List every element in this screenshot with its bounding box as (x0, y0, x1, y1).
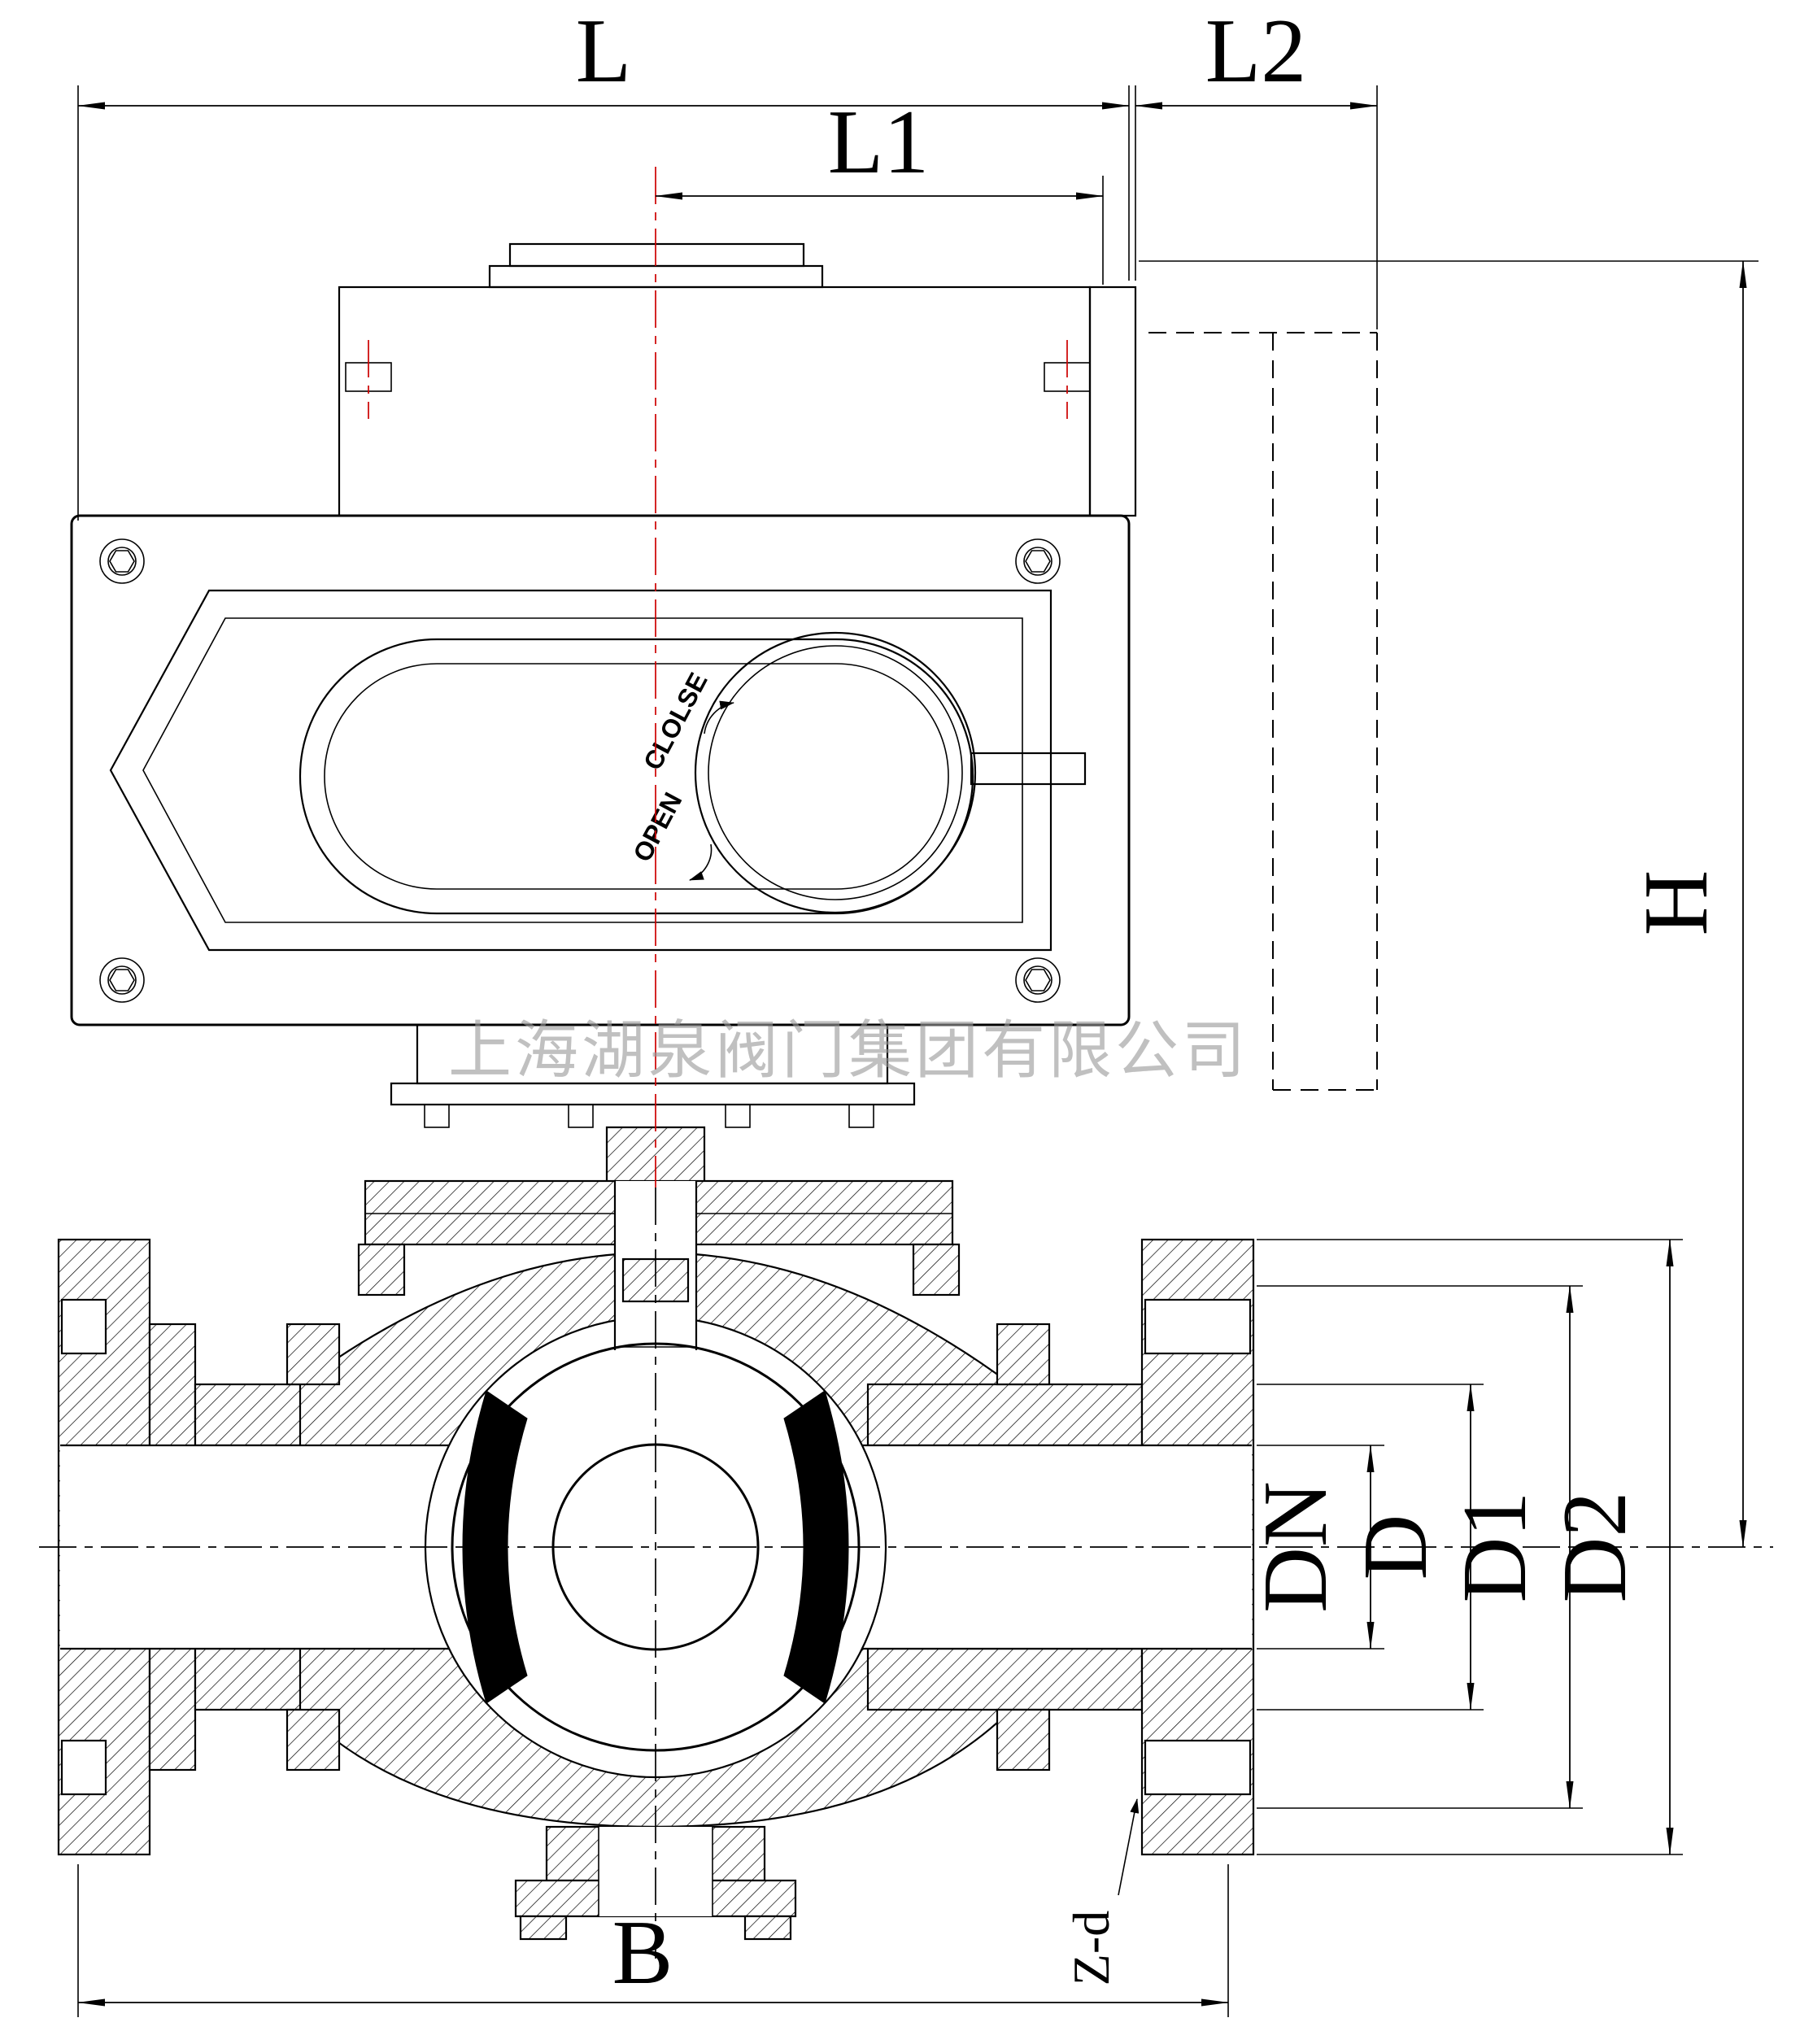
dimension-label-B: B (612, 1902, 673, 2003)
left-flange-bolt-hole (60, 1739, 107, 1796)
mounting-stud (424, 1104, 450, 1128)
corner-bolt-icon (99, 957, 145, 1003)
dimension-label-D: D (1345, 1514, 1446, 1580)
close-direction-arrow-icon (704, 700, 734, 734)
dial-pointer-handle (970, 752, 1087, 786)
watermark-text: 上海湖泉阀门集团有限公司 (448, 1015, 1249, 1086)
corner-bolt-icon (1015, 957, 1061, 1003)
face-recess-outer (299, 638, 974, 915)
face-recess-inner (324, 663, 949, 890)
body-joint-tab (285, 1708, 341, 1772)
close-label: CLOLSE (638, 668, 713, 774)
drain-foot (519, 1915, 568, 1941)
actuator-housing-right-ear (1088, 285, 1137, 517)
right-flange-bolt-hole (1144, 1739, 1252, 1796)
top-flange-tab (912, 1243, 961, 1297)
body-joint-tab (996, 1708, 1051, 1772)
open-direction-arrow-icon (689, 843, 713, 881)
dimension-D2: D2 (1257, 1239, 1683, 1855)
dimension-label-H: H (1626, 870, 1727, 936)
actuator-face-plate-outer (109, 589, 1052, 952)
top-flange-tab (357, 1243, 406, 1297)
corner-bolt-icon (1015, 538, 1061, 584)
right-pipe-wall-bottom (866, 1647, 1144, 1711)
dimension-label-Zd: Z-d (1062, 1911, 1120, 1985)
centerlines-black (39, 1188, 1773, 1959)
dimension-DN: DN (1245, 1445, 1384, 1650)
actuator-face-plate-inner (142, 617, 1023, 923)
right-pipe-wall-top (866, 1383, 1144, 1447)
dimension-label-L2: L2 (1205, 1, 1306, 102)
phantom-outline (1148, 332, 1378, 1091)
dimension-L: L (77, 1, 1130, 521)
dimension-L2: L2 (1135, 1, 1378, 329)
mounting-stud (568, 1104, 594, 1128)
dimension-label-L1: L1 (828, 92, 929, 193)
dimension-D: D (1257, 1384, 1484, 1711)
body-joint-tab (285, 1323, 341, 1386)
left-flange-bolt-hole (60, 1298, 107, 1355)
mounting-stud (848, 1104, 874, 1128)
dimension-Zd: Z-d (1062, 1798, 1140, 1985)
actuator-top-cap (508, 242, 805, 268)
dimension-label-D2: D2 (1545, 1492, 1645, 1603)
manual-override-dial (694, 631, 977, 914)
leader-line (1118, 1798, 1140, 1896)
dimension-label-DN: DN (1245, 1481, 1346, 1613)
manual-override-dial-inner (708, 645, 963, 900)
dimension-B: B (77, 1864, 1229, 2017)
dimension-H: H (1139, 260, 1759, 1548)
body-joint-tab (996, 1323, 1051, 1386)
dimension-D1: D1 (1257, 1285, 1583, 1809)
dimension-label-D1: D1 (1445, 1492, 1545, 1603)
centerlines-red (368, 167, 1068, 1188)
mounting-stud (725, 1104, 751, 1128)
right-flange-bolt-hole (1144, 1298, 1252, 1355)
dimension-label-L: L (576, 1, 631, 102)
drain-foot (743, 1915, 792, 1941)
open-label: OPEN (627, 787, 687, 866)
dimension-L1: L1 (655, 92, 1104, 285)
actuator-mounting-plate (390, 1082, 916, 1106)
corner-bolt-icon (99, 538, 145, 584)
actuator-upper-housing (338, 285, 1092, 517)
